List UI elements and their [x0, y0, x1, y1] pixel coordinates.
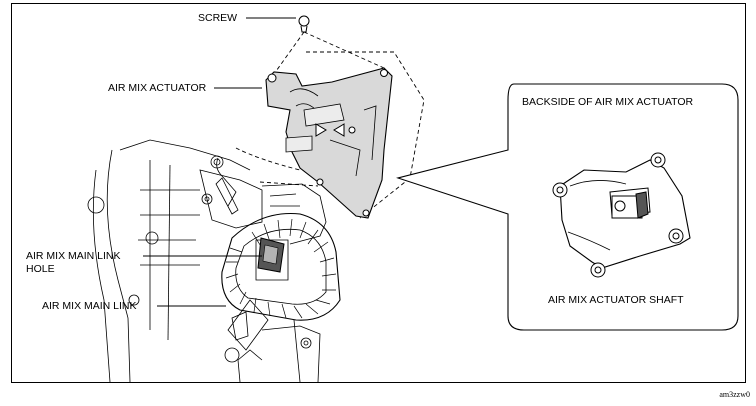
- screw-shape: [298, 15, 310, 33]
- alignment-lines: [235, 31, 425, 219]
- heater-housing: [87, 139, 327, 383]
- air-mix-main-link-hole-label-line1: AIR MIX MAIN LINK: [26, 250, 121, 262]
- backside-title: BACKSIDE OF AIR MIX ACTUATOR: [522, 96, 694, 108]
- figure-code: am3zzw0: [719, 390, 750, 399]
- air-mix-actuator-shape: [265, 67, 393, 219]
- actuator-backside-shape: [552, 152, 691, 278]
- screw-label: SCREW: [198, 12, 238, 24]
- air-mix-main-link: [221, 212, 341, 321]
- air-mix-main-link-label: AIR MIX MAIN LINK: [42, 300, 137, 312]
- air-mix-actuator-label: AIR MIX ACTUATOR: [108, 82, 207, 94]
- figure-frame: [11, 3, 746, 383]
- actuator-shaft-label: AIR MIX ACTUATOR SHAFT: [548, 294, 684, 306]
- air-mix-main-link-hole-label-line2: HOLE: [26, 263, 55, 275]
